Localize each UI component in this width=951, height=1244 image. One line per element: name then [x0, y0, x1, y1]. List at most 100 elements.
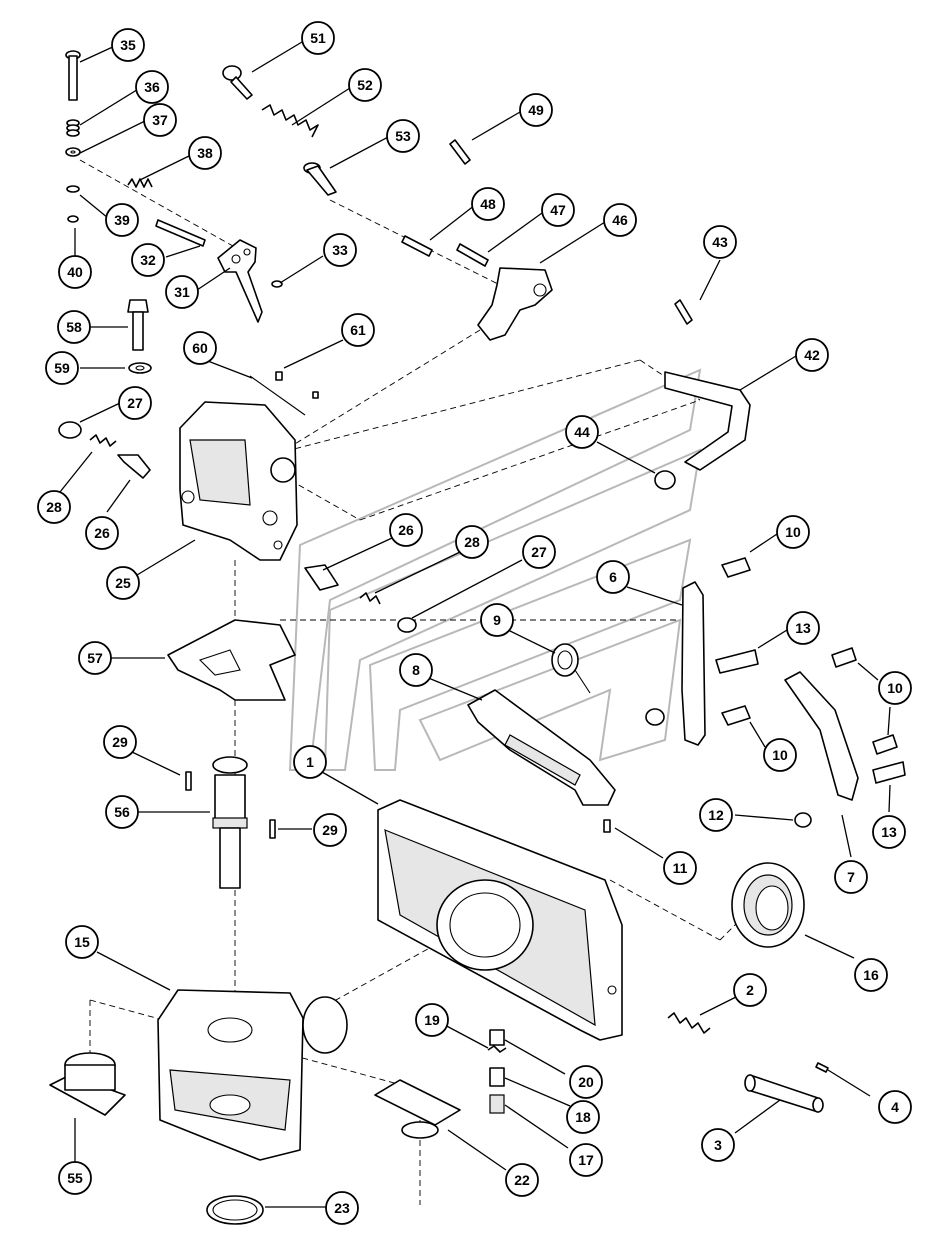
- callout-label: 26: [398, 522, 414, 538]
- part-46-lever: [477, 267, 553, 341]
- callout-35: 35: [111, 28, 145, 62]
- callout-label: 61: [350, 322, 366, 338]
- callout-label: 13: [881, 824, 897, 840]
- callout-6: 6: [596, 560, 630, 594]
- callout-13: 13: [786, 611, 820, 645]
- callout-circle: [569, 1065, 603, 1099]
- callout-circle: [135, 70, 169, 104]
- callout-47: 47: [541, 193, 575, 227]
- part-26b-plunger: [304, 564, 339, 591]
- callout-27: 27: [522, 535, 556, 569]
- part-25-housing: [179, 401, 298, 561]
- callout-circle: [165, 275, 199, 309]
- callout-label: 27: [127, 395, 143, 411]
- callout-label: 12: [708, 807, 724, 823]
- callout-circle: [57, 310, 91, 344]
- callout-circle: [313, 813, 347, 847]
- callout-25: 25: [106, 566, 140, 600]
- part-7-link: [784, 671, 859, 801]
- callout-circle: [878, 671, 912, 705]
- callout-circle: [541, 193, 575, 227]
- callout-label: 10: [887, 680, 903, 696]
- callout-label: 56: [114, 804, 130, 820]
- part-37-washer: [65, 147, 81, 157]
- callout-label: 11: [673, 860, 688, 876]
- callout-circle: [103, 725, 137, 759]
- part-42-rod: [664, 371, 751, 471]
- callout-circle: [455, 525, 489, 559]
- callout-circle: [399, 653, 433, 687]
- callout-22: 22: [505, 1163, 539, 1197]
- part-23-oring: [206, 1195, 264, 1225]
- callout-circle: [111, 28, 145, 62]
- callout-label: 53: [395, 128, 411, 144]
- callout-label: 4: [891, 1099, 899, 1115]
- callout-label: 38: [197, 145, 213, 161]
- part-53-pin: [303, 162, 337, 196]
- callout-label: 59: [54, 360, 70, 376]
- callout-circle: [386, 119, 420, 153]
- part-39-washer: [66, 185, 80, 193]
- callout-56: 56: [105, 795, 139, 829]
- callout-label: 18: [575, 1109, 591, 1125]
- callout-1: 1: [293, 745, 327, 779]
- callout-46: 46: [603, 203, 637, 237]
- part-48-pin: [401, 235, 433, 257]
- callout-43: 43: [703, 225, 737, 259]
- callout-3: 3: [701, 1128, 735, 1162]
- part-12-bushings: [645, 708, 812, 828]
- part-10-bolts: [721, 557, 898, 755]
- callout-label: 51: [310, 30, 326, 46]
- callout-52: 52: [348, 68, 382, 102]
- callout-label: 48: [480, 196, 496, 212]
- callout-label: 35: [120, 37, 136, 53]
- callout-circle: [45, 351, 79, 385]
- part-61-screw: [275, 371, 319, 399]
- callout-circle: [37, 490, 71, 524]
- callout-19: 19: [415, 1003, 449, 1037]
- callout-26: 26: [85, 516, 119, 550]
- callout-49: 49: [519, 93, 553, 127]
- part-43-pin: [674, 299, 693, 325]
- callout-label: 10: [772, 747, 788, 763]
- part-32-pin: [155, 219, 206, 247]
- callout-label: 10: [785, 524, 801, 540]
- callout-label: 17: [578, 1152, 594, 1168]
- callout-circle: [325, 1191, 359, 1225]
- part-2-spring: [667, 1012, 711, 1034]
- callout-label: 57: [87, 650, 103, 666]
- callout-label: 52: [357, 77, 373, 93]
- part-35-pin: [65, 50, 81, 101]
- part-1-housing: [377, 799, 623, 1041]
- part-31-lever: [217, 239, 263, 323]
- callout-circle: [58, 255, 92, 289]
- callout-label: 19: [424, 1012, 440, 1028]
- part-16-ring: [731, 862, 805, 948]
- part-13-bolts: [715, 649, 906, 784]
- callout-circle: [118, 386, 152, 420]
- callout-26: 26: [389, 513, 423, 547]
- callout-label: 6: [609, 569, 617, 585]
- callout-57: 57: [78, 641, 112, 675]
- part-40-nut: [67, 215, 79, 223]
- callout-28: 28: [455, 525, 489, 559]
- callout-13: 13: [872, 815, 906, 849]
- callout-circle: [663, 851, 697, 885]
- leader-lines: [59, 41, 891, 1208]
- callout-37: 37: [143, 103, 177, 137]
- callout-53: 53: [386, 119, 420, 153]
- callout-label: 8: [412, 662, 420, 678]
- part-26a-plunger: [117, 454, 151, 479]
- callout-4: 4: [878, 1090, 912, 1124]
- callout-17: 17: [569, 1143, 603, 1177]
- part-17-20-stack: [487, 1029, 507, 1114]
- callout-circle: [480, 603, 514, 637]
- callout-label: 39: [114, 212, 130, 228]
- callout-label: 44: [574, 424, 590, 440]
- callout-32: 32: [131, 243, 165, 277]
- callout-circle: [323, 233, 357, 267]
- callout-38: 38: [188, 136, 222, 170]
- callout-61: 61: [341, 313, 375, 347]
- callout-label: 15: [74, 934, 90, 950]
- callout-label: 28: [46, 499, 62, 515]
